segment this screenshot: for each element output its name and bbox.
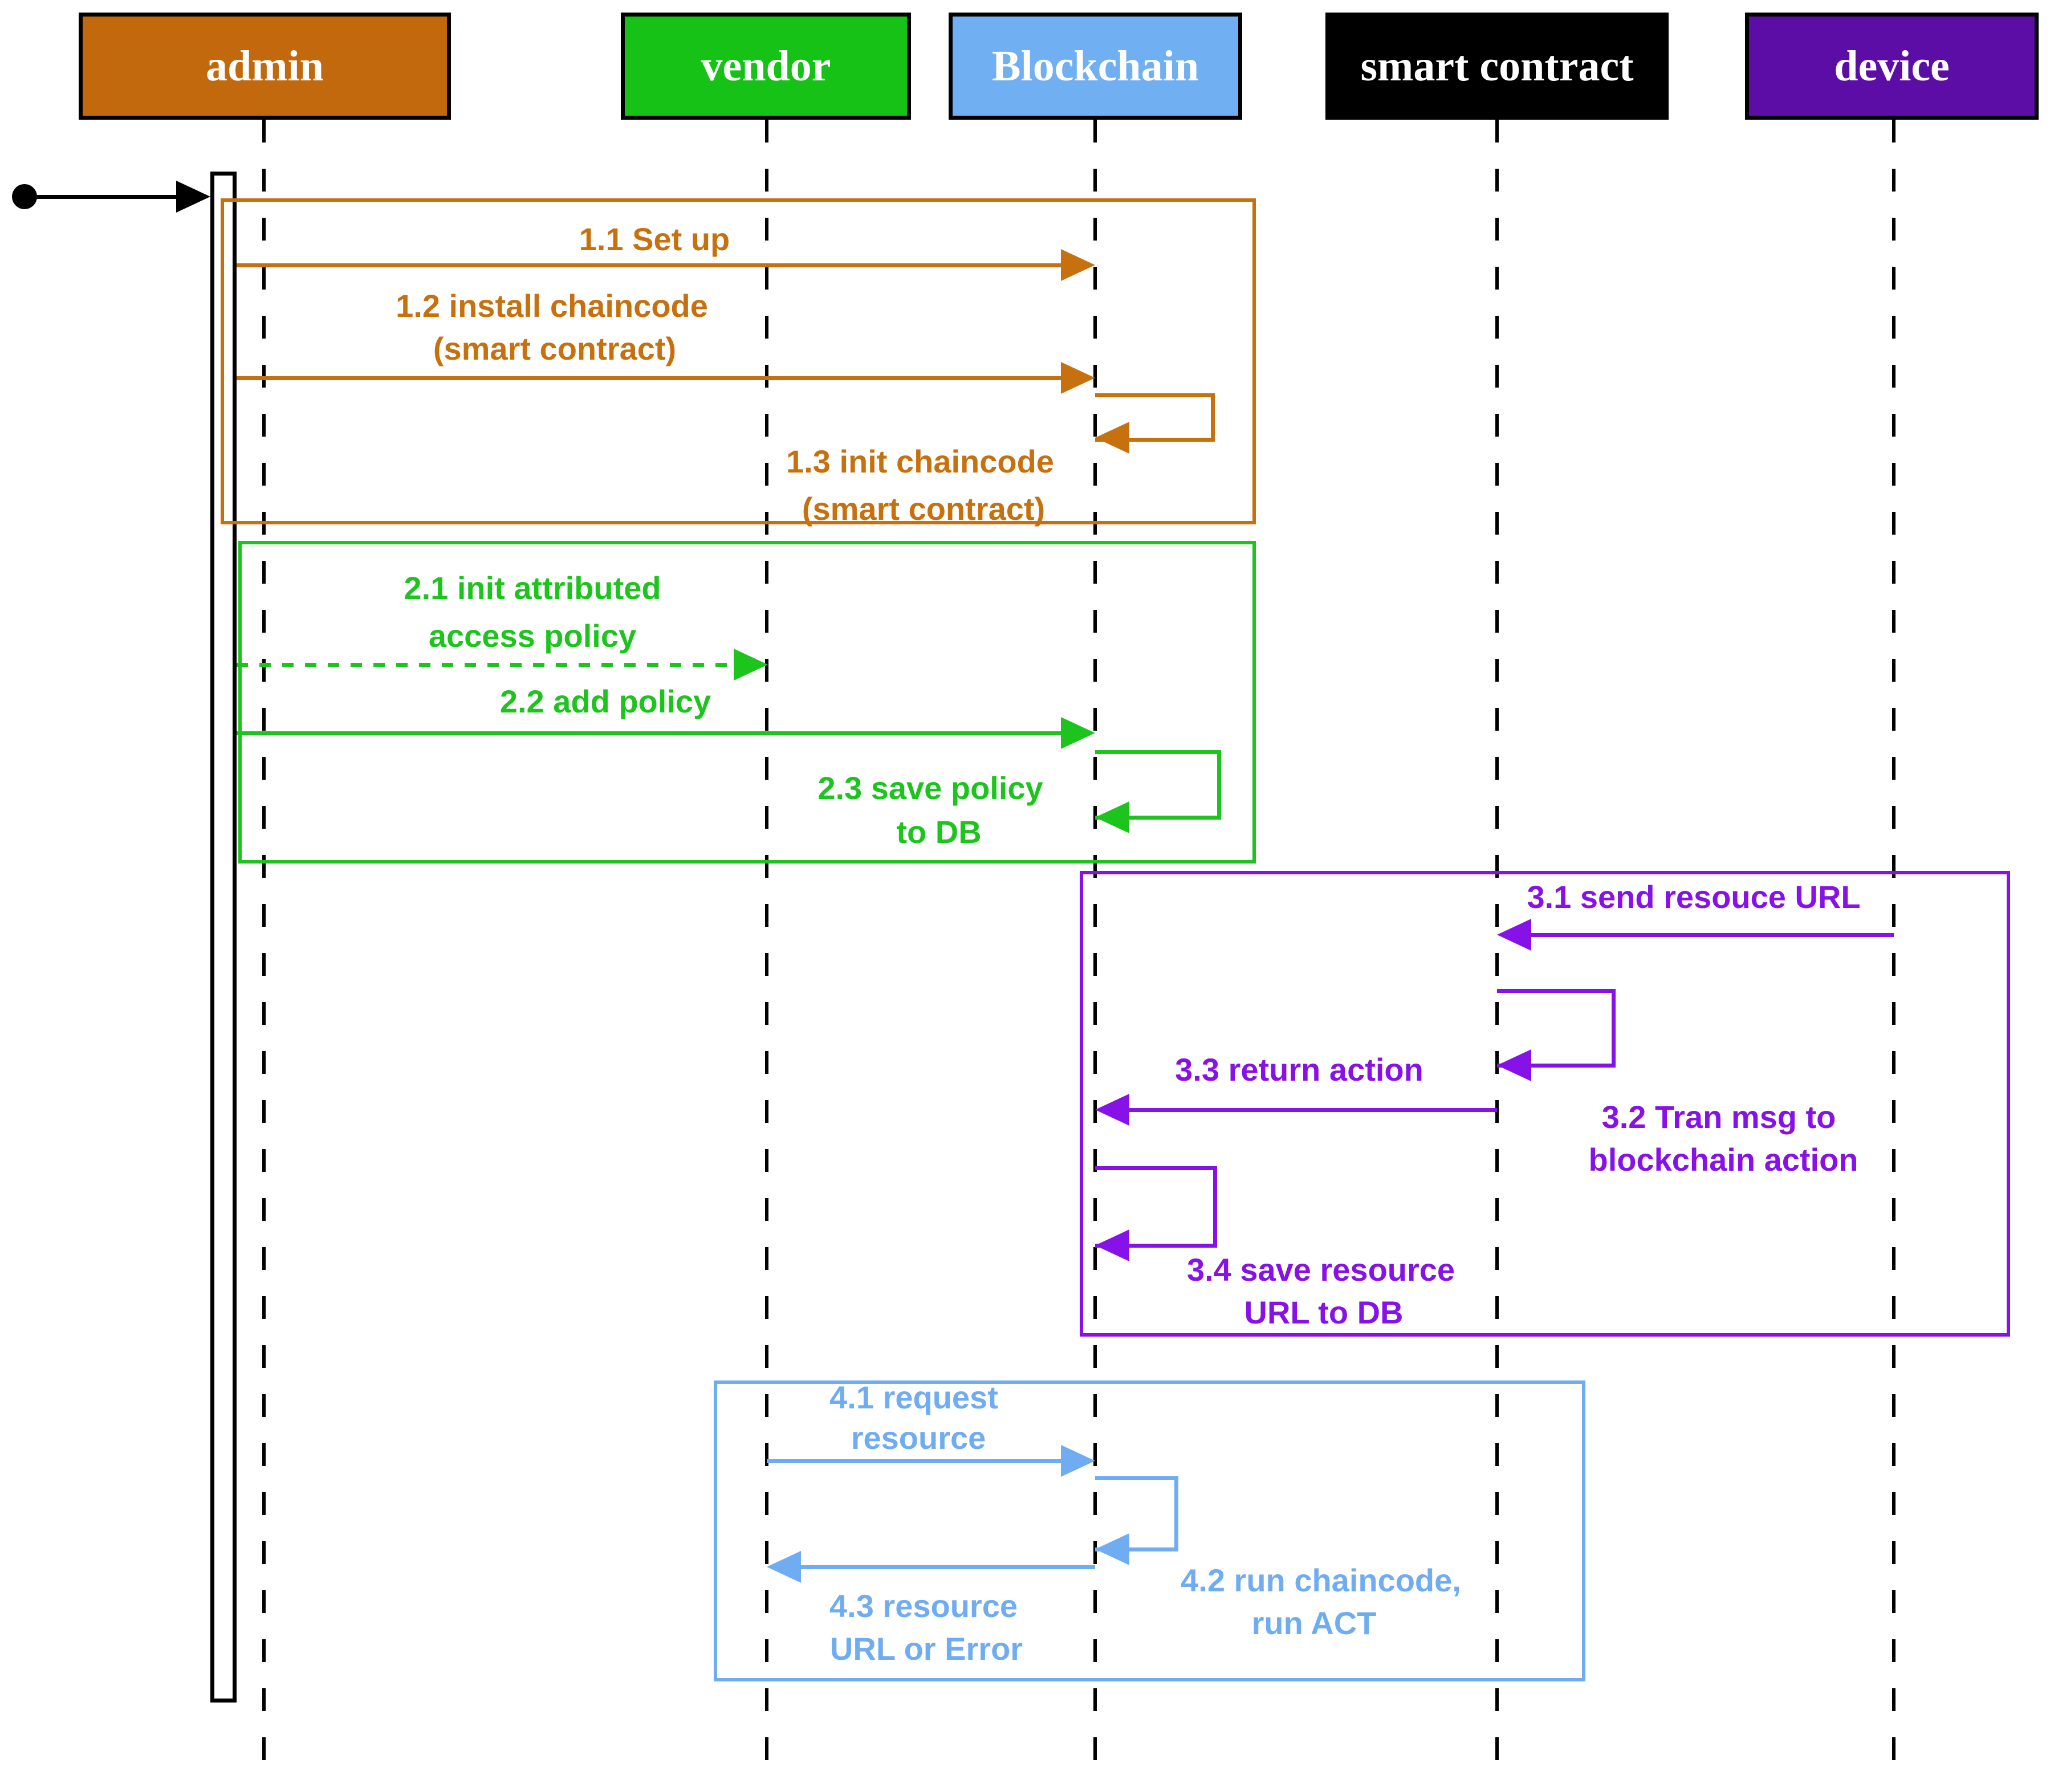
message-2.1-dashed-line bbox=[237, 663, 734, 667]
message-1.3-self-loop bbox=[1095, 393, 1215, 442]
message-3.4-arrowhead-icon bbox=[1095, 1229, 1129, 1261]
lifeline-vendor bbox=[765, 120, 768, 1761]
message-4.3-line bbox=[801, 1565, 1095, 1569]
message-4.2-label-line-2: run ACT bbox=[1251, 1605, 1377, 1641]
message-2.3-arrowhead-icon bbox=[1095, 801, 1129, 833]
message-2.2-arrowhead-icon bbox=[1061, 717, 1095, 749]
message-3.2-label-line-2: blockchain action bbox=[1588, 1142, 1858, 1178]
message-3.2-arrowhead-icon bbox=[1497, 1049, 1531, 1081]
message-2.2-label: 2.2 add policy bbox=[499, 683, 711, 719]
message-4.3-label-line-1: 4.3 resource bbox=[829, 1588, 1018, 1624]
message-1.1-arrowhead-icon bbox=[1061, 249, 1095, 281]
message-4.3-arrowhead-icon bbox=[767, 1551, 801, 1583]
message-3.2-label-line-1: 3.2 Tran msg to bbox=[1601, 1099, 1836, 1135]
message-1.2-arrowhead-icon bbox=[1061, 362, 1095, 394]
message-4.1-line bbox=[767, 1459, 1061, 1463]
message-2.1-label-line-2: access policy bbox=[428, 618, 637, 654]
message-2.3-label-line-1: 2.3 save policy bbox=[817, 770, 1043, 806]
message-4.3-label-line-2: URL or Error bbox=[829, 1631, 1023, 1667]
message-3.1-label: 3.1 send resouce URL bbox=[1527, 879, 1861, 915]
participant-device: device bbox=[1745, 13, 2039, 120]
admin-activation-bar bbox=[210, 172, 237, 1703]
frame-group-3-purple bbox=[1080, 871, 2010, 1337]
message-1.2-line bbox=[237, 376, 1062, 380]
message-3.4-label-line-1: 3.4 save resource bbox=[1186, 1252, 1455, 1288]
frame-group-2-green bbox=[238, 541, 1256, 864]
message-1.2-label-line-2: (smart contract) bbox=[433, 331, 677, 366]
message-3.4-label-line-2: URL to DB bbox=[1244, 1294, 1404, 1330]
message-4.1-arrowhead-icon bbox=[1061, 1445, 1095, 1477]
start-message-arrowhead-icon bbox=[176, 181, 210, 213]
message-2.2-line bbox=[237, 731, 1062, 735]
message-2.1-arrowhead-icon bbox=[734, 649, 768, 681]
message-3.3-arrowhead-icon bbox=[1095, 1094, 1129, 1126]
lifeline-device bbox=[1892, 120, 1896, 1761]
message-4.2-label-line-1: 4.2 run chaincode, bbox=[1181, 1562, 1461, 1598]
message-2.1-label-line-1: 2.1 init attributed bbox=[404, 570, 661, 606]
message-3.2-self-loop bbox=[1497, 989, 1616, 1068]
frame-group-4-blue bbox=[714, 1380, 1585, 1681]
participant-vendor: vendor bbox=[621, 13, 911, 120]
message-1.1-line bbox=[237, 263, 1062, 267]
frame-group-1-orange bbox=[221, 198, 1256, 524]
message-3.1-line bbox=[1531, 933, 1894, 937]
message-2.3-label-line-2: to DB bbox=[896, 814, 982, 850]
message-3.4-self-loop bbox=[1095, 1166, 1217, 1248]
message-1.2-label-line-1: 1.2 install chaincode bbox=[396, 288, 708, 324]
message-1.1-label: 1.1 Set up bbox=[579, 221, 730, 257]
message-3.1-arrowhead-icon bbox=[1497, 919, 1531, 951]
message-4.1-label-line-1: 4.1 request bbox=[829, 1379, 998, 1415]
lifeline-admin bbox=[262, 120, 266, 1761]
message-3.3-line bbox=[1129, 1108, 1497, 1112]
start-message-line bbox=[31, 195, 178, 199]
lifeline-blockchain bbox=[1093, 120, 1097, 1761]
message-4.2-self-loop bbox=[1095, 1476, 1178, 1551]
message-2.3-self-loop bbox=[1095, 750, 1221, 820]
message-3.3-label: 3.3 return action bbox=[1175, 1052, 1423, 1088]
message-1.3-label-line-1: 1.3 init chaincode bbox=[786, 443, 1054, 479]
message-1.3-arrowhead-icon bbox=[1095, 422, 1129, 454]
participant-admin: admin bbox=[79, 13, 451, 120]
message-4.1-label-line-2: resource bbox=[851, 1420, 986, 1456]
message-4.2-arrowhead-icon bbox=[1095, 1533, 1129, 1565]
participant-smart-contract: smart contract bbox=[1325, 13, 1669, 120]
message-1.3-label-line-2: (smart contract) bbox=[802, 491, 1046, 527]
participant-blockchain: Blockchain bbox=[949, 13, 1242, 120]
